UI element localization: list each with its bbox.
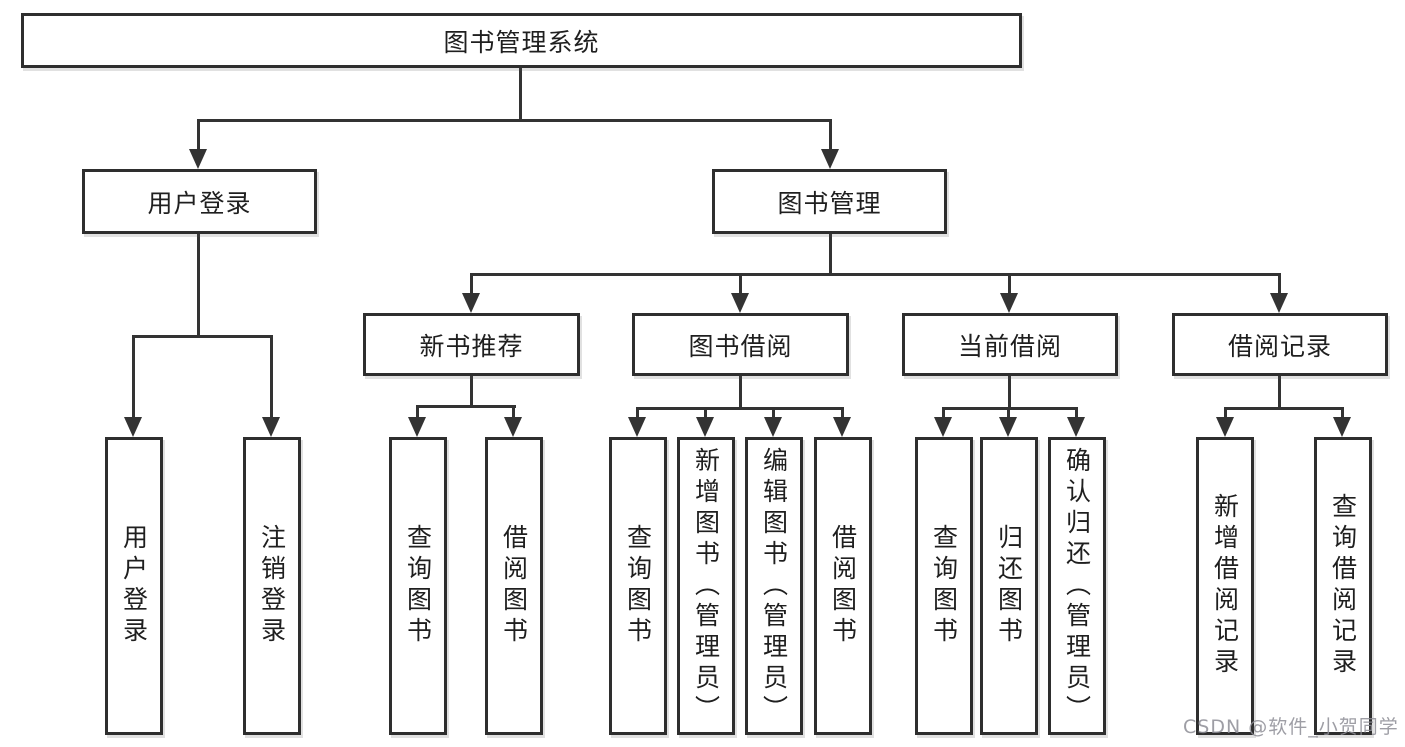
arrow-down-icon <box>1216 417 1234 437</box>
connector-line <box>942 407 1078 410</box>
connector-line <box>1007 407 1010 419</box>
connector-line <box>1224 407 1227 419</box>
connector-line <box>512 405 515 419</box>
node-book-management: 图书管理 <box>712 169 947 234</box>
connector-line <box>197 119 200 153</box>
leaf-query-books-current: 查询图书 <box>915 437 973 735</box>
connector-line <box>704 407 707 419</box>
node-user-login: 用户登录 <box>82 169 317 234</box>
leaf-borrow-books-recommend: 借阅图书 <box>485 437 543 735</box>
connector-line <box>1278 376 1281 410</box>
connector-line <box>132 335 135 417</box>
connector-line <box>1224 407 1344 410</box>
connector-line <box>416 405 516 408</box>
connector-line <box>132 335 273 338</box>
arrow-down-icon <box>1000 293 1018 313</box>
arrow-down-icon <box>1270 293 1288 313</box>
arrow-down-icon <box>189 149 207 169</box>
connector-line <box>416 405 419 419</box>
node-borrow-records: 借阅记录 <box>1172 313 1388 376</box>
arrow-down-icon <box>262 417 280 437</box>
connector-line <box>470 273 1281 276</box>
leaf-edit-book-admin-label: 编辑图书（管理员） <box>759 446 789 726</box>
arrow-down-icon <box>1333 417 1351 437</box>
leaf-add-borrow-record: 新增借阅记录 <box>1196 437 1254 735</box>
node-book-borrow: 图书借阅 <box>632 313 849 376</box>
connector-line <box>1008 273 1011 295</box>
leaf-logout: 注销登录 <box>243 437 301 735</box>
leaf-query-books-borrow: 查询图书 <box>609 437 667 735</box>
arrow-down-icon <box>764 417 782 437</box>
connector-line <box>270 335 273 417</box>
connector-line <box>829 119 832 153</box>
connector-line <box>1075 407 1078 419</box>
arrow-down-icon <box>628 417 646 437</box>
node-root: 图书管理系统 <box>21 13 1022 68</box>
connector-line <box>470 376 473 408</box>
connector-line <box>772 407 775 419</box>
leaf-borrow-books-label: 借阅图书 <box>828 524 858 648</box>
arrow-down-icon <box>408 417 426 437</box>
leaf-add-borrow-record-label: 新增借阅记录 <box>1210 493 1240 679</box>
arrow-down-icon <box>504 417 522 437</box>
arrow-down-icon <box>731 293 749 313</box>
connector-line <box>197 234 200 338</box>
node-user-login-label: 用户登录 <box>147 188 252 218</box>
arrow-down-icon <box>821 149 839 169</box>
watermark: CSDN @软件_小贺同学 <box>1183 716 1399 738</box>
leaf-query-borrow-record-label: 查询借阅记录 <box>1328 493 1358 679</box>
connector-line <box>1008 376 1011 410</box>
arrow-down-icon <box>696 417 714 437</box>
connector-line <box>841 407 844 419</box>
connector-line <box>470 273 473 295</box>
leaf-query-books-recommend-label: 查询图书 <box>403 524 433 648</box>
connector-line <box>739 273 742 295</box>
node-root-label: 图书管理系统 <box>443 27 600 57</box>
connector-line <box>1341 407 1344 419</box>
leaf-query-borrow-record: 查询借阅记录 <box>1314 437 1372 735</box>
leaf-return-book: 归还图书 <box>980 437 1038 735</box>
node-new-book-recommend-label: 新书推荐 <box>419 331 524 361</box>
leaf-return-book-label: 归还图书 <box>994 524 1024 648</box>
leaf-confirm-return-admin-label: 确认归还（管理员） <box>1062 446 1092 726</box>
connector-line <box>636 407 844 410</box>
leaf-query-books-current-label: 查询图书 <box>929 524 959 648</box>
connector-line <box>829 234 832 273</box>
leaf-query-books-borrow-label: 查询图书 <box>623 524 653 648</box>
leaf-query-books-recommend: 查询图书 <box>389 437 447 735</box>
node-new-book-recommend: 新书推荐 <box>363 313 580 376</box>
node-current-borrow-label: 当前借阅 <box>957 331 1062 361</box>
arrow-down-icon <box>934 417 952 437</box>
leaf-borrow-books-recommend-label: 借阅图书 <box>499 524 529 648</box>
arrow-down-icon <box>833 417 851 437</box>
leaf-user-login-label: 用户登录 <box>119 524 149 648</box>
leaf-borrow-books: 借阅图书 <box>814 437 872 735</box>
connector-line <box>1278 273 1281 295</box>
connector-line <box>519 68 522 119</box>
connector-line <box>739 376 742 410</box>
connector-line <box>636 407 639 419</box>
node-book-borrow-label: 图书借阅 <box>688 331 793 361</box>
leaf-confirm-return-admin: 确认归还（管理员） <box>1048 437 1106 735</box>
connector-line <box>197 119 832 122</box>
connector-line <box>942 407 945 419</box>
arrow-down-icon <box>999 417 1017 437</box>
leaf-add-book-admin-label: 新增图书（管理员） <box>691 446 721 726</box>
node-book-management-label: 图书管理 <box>777 188 882 218</box>
arrow-down-icon <box>462 293 480 313</box>
leaf-user-login: 用户登录 <box>105 437 163 735</box>
node-current-borrow: 当前借阅 <box>902 313 1118 376</box>
leaf-edit-book-admin: 编辑图书（管理员） <box>745 437 803 735</box>
leaf-add-book-admin: 新增图书（管理员） <box>677 437 735 735</box>
leaf-logout-label: 注销登录 <box>257 524 287 648</box>
arrow-down-icon <box>1067 417 1085 437</box>
node-borrow-records-label: 借阅记录 <box>1227 331 1332 361</box>
arrow-down-icon <box>124 417 142 437</box>
